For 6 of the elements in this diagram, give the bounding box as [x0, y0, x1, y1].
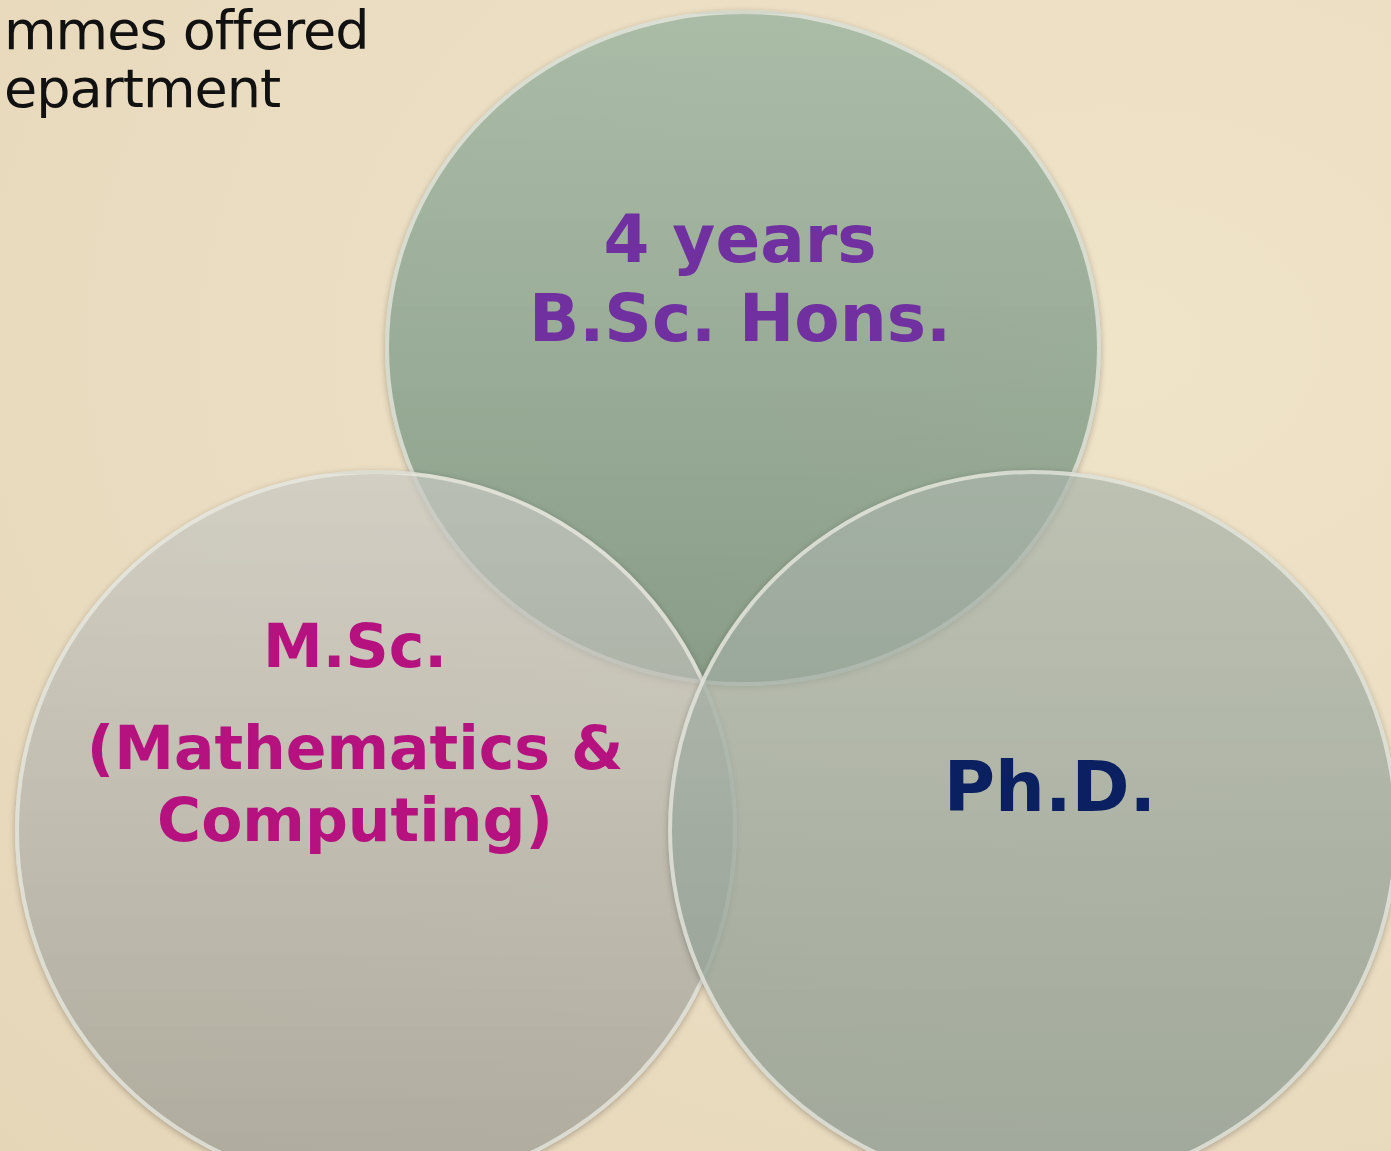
circle-label: (Mathematics & Computing) [85, 712, 625, 856]
circle-label: M.Sc. [262, 610, 448, 682]
circle-label: 4 years B.Sc. Hons. [528, 200, 952, 359]
circle-label: Ph.D. [943, 745, 1157, 829]
heading-text: mmes offered [4, 2, 369, 60]
heading-text: epartment [4, 60, 281, 118]
